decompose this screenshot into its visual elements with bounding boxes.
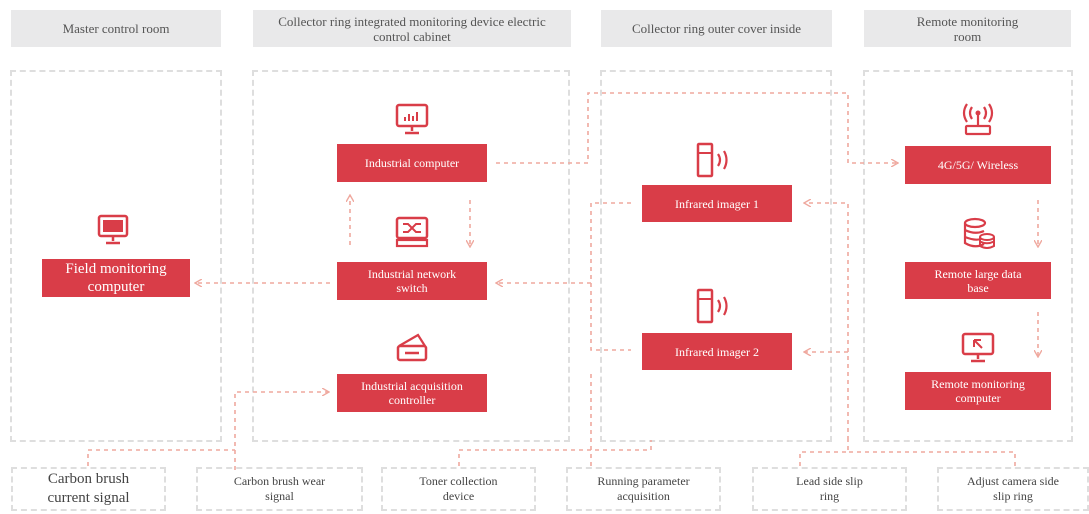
wireless-antenna-icon — [962, 103, 994, 136]
infrared-camera-icon — [696, 142, 728, 178]
header-outer-cover: Collector ring outer cover inside — [601, 10, 832, 47]
node-infrared-imager-1: Infrared imager 1 — [642, 185, 792, 222]
zone-cabinet — [252, 70, 570, 442]
zone-outer-cover — [600, 70, 832, 442]
network-switch-icon — [395, 216, 429, 248]
input-lead-side-slip-ring: Lead side slip ring — [752, 467, 907, 511]
input-carbon-brush-wear-signal: Carbon brush wear signal — [196, 467, 363, 511]
zone-remote-room — [863, 70, 1073, 442]
node-industrial-acquisition-controller: Industrial acquisition controller — [337, 374, 487, 412]
infrared-camera-icon — [696, 288, 728, 324]
monitor-icon — [97, 214, 129, 245]
node-industrial-computer: Industrial computer — [337, 144, 487, 182]
header-master-control-room: Master control room — [11, 10, 221, 47]
input-adjust-camera-side-slip-ring: Adjust camera side slip ring — [937, 467, 1089, 511]
input-carbon-brush-current-signal: Carbon brush current signal — [11, 467, 166, 511]
zone-master-control-room — [10, 70, 222, 442]
input-toner-collection-device: Toner collection device — [381, 467, 536, 511]
node-field-monitoring-computer: Field monitoring computer — [42, 259, 190, 297]
node-remote-monitoring-computer: Remote monitoring computer — [905, 372, 1051, 410]
node-remote-large-data-base: Remote large data base — [905, 262, 1051, 299]
monitor-icon — [961, 332, 995, 363]
node-industrial-network-switch: Industrial network switch — [337, 262, 487, 300]
input-running-parameter-acquisition: Running parameter acquisition — [566, 467, 721, 511]
node-infrared-imager-2: Infrared imager 2 — [642, 333, 792, 370]
acquisition-controller-icon — [396, 333, 428, 362]
header-remote-room: Remote monitoring room — [864, 10, 1071, 47]
header-cabinet: Collector ring integrated monitoring dev… — [253, 10, 571, 47]
node-wireless: 4G/5G/ Wireless — [905, 146, 1051, 184]
monitor-icon — [395, 103, 429, 135]
database-icon — [963, 217, 995, 249]
